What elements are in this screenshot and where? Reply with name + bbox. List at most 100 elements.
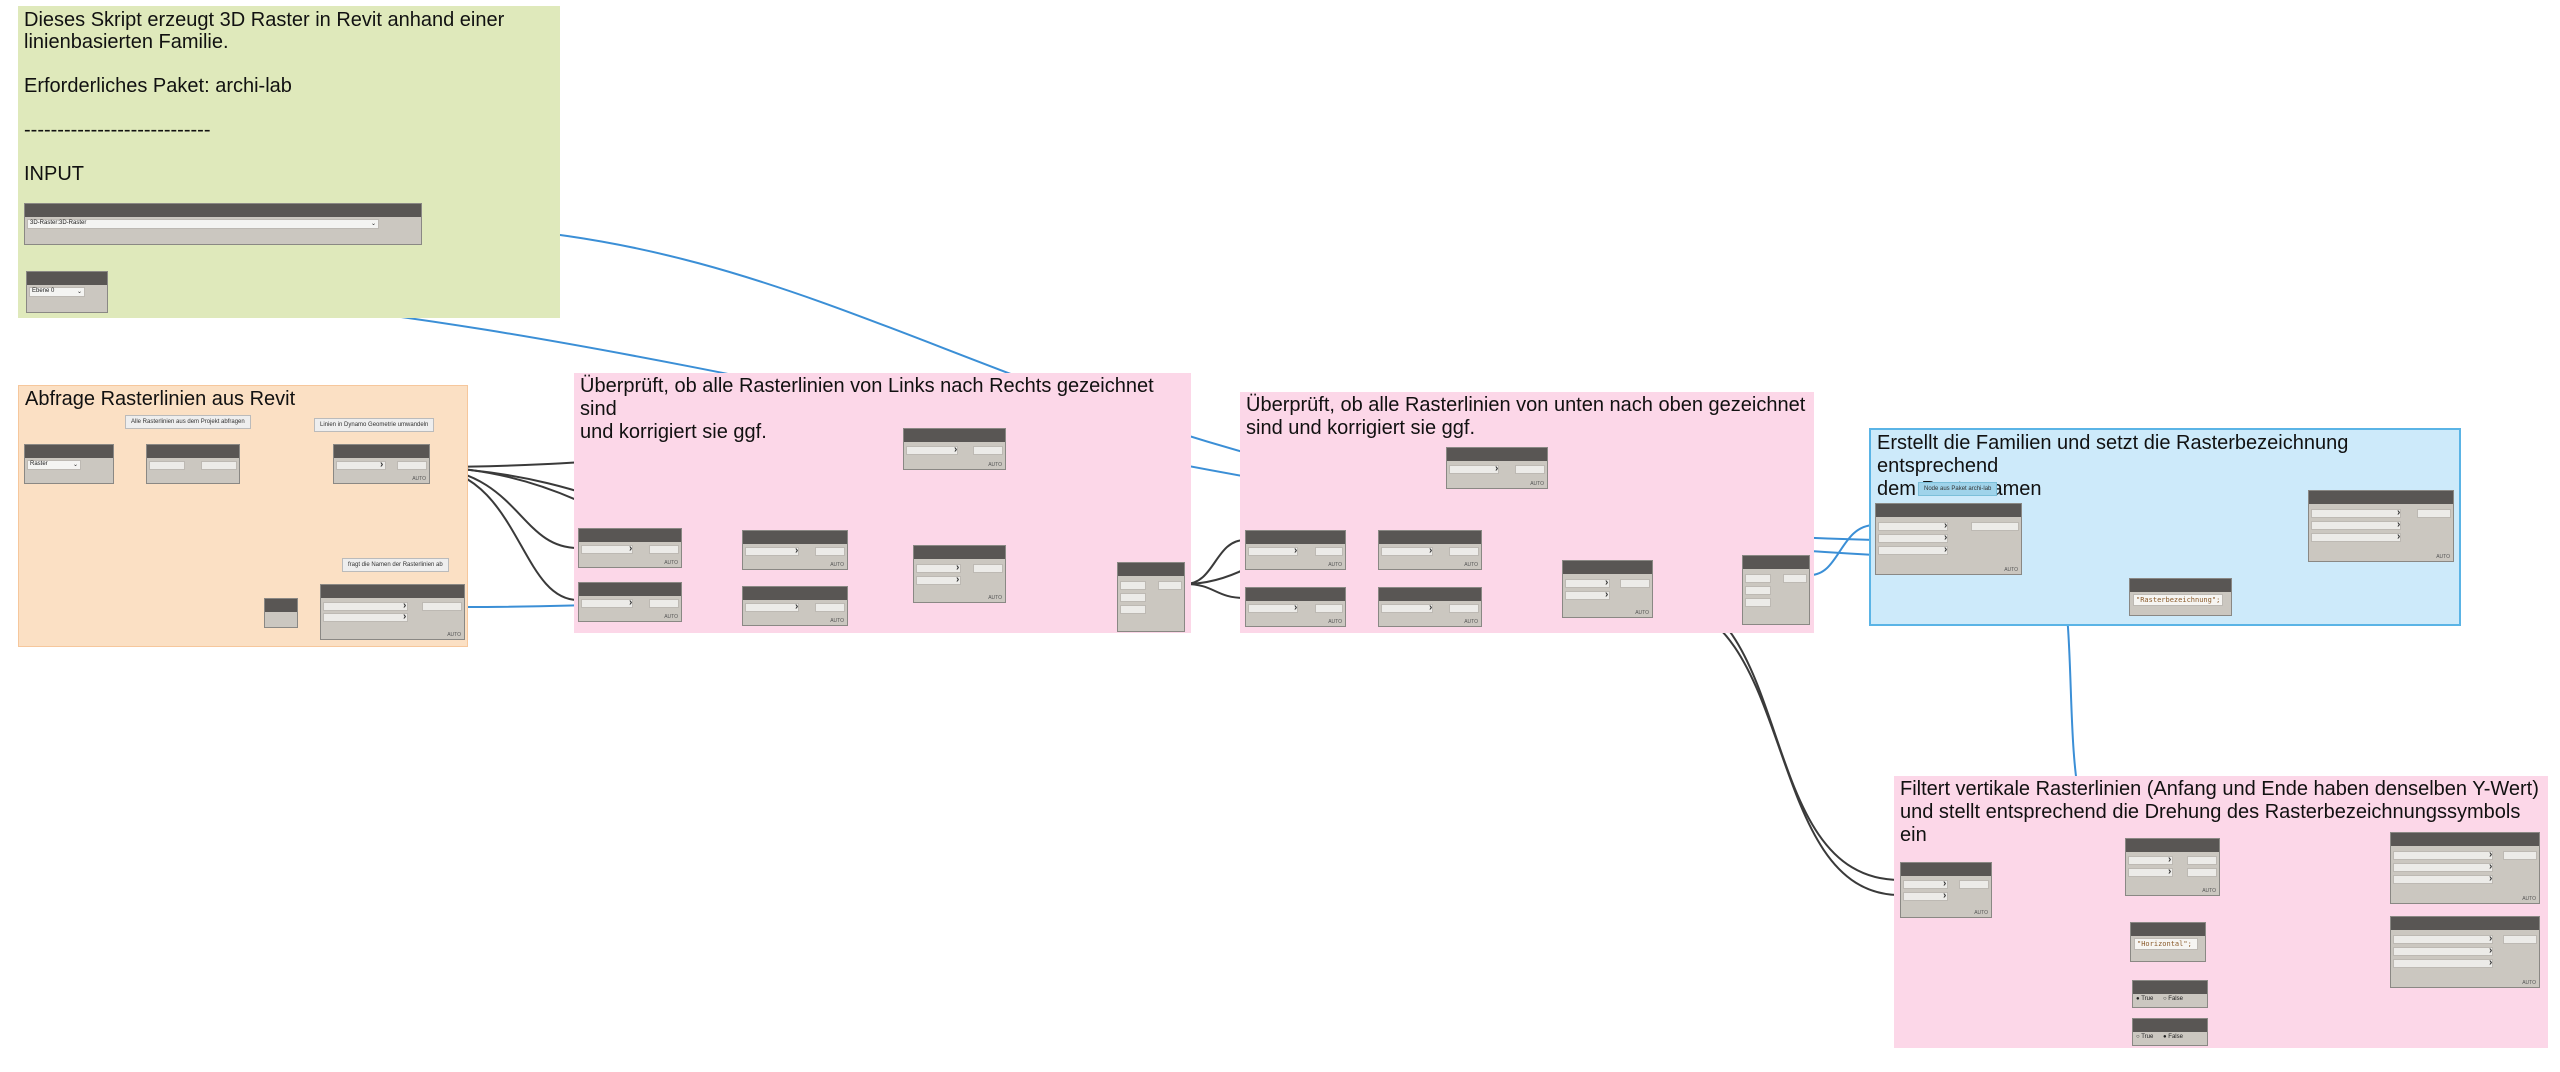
code-field[interactable]: "Rasterbezeichnung"; (2133, 594, 2223, 606)
node-port[interactable] (2503, 851, 2537, 860)
level-selector-node[interactable]: Ebene 0 ⌄ (26, 271, 108, 313)
node-port[interactable] (1783, 574, 1807, 583)
node-port[interactable] (1878, 546, 1948, 555)
node-header[interactable] (579, 583, 681, 596)
node-port[interactable] (2393, 863, 2493, 872)
curve-start-point-node[interactable]: › AUTO (578, 528, 682, 568)
point-x-start-node[interactable]: › AUTO (742, 530, 848, 570)
node-port[interactable] (1903, 892, 1948, 901)
radio-true[interactable]: ○ True (2136, 1034, 2154, 1040)
node-header[interactable] (265, 599, 297, 612)
family-type-selector-node[interactable]: 3D-Raster:3D-Raster ⌄ (24, 203, 422, 245)
node-port[interactable] (1959, 880, 1989, 889)
set-parameter-node-b[interactable]: › › › AUTO (2390, 916, 2540, 988)
node-header[interactable] (1563, 561, 1652, 574)
curve-start-point-node-2[interactable]: › AUTO (1245, 530, 1346, 570)
node-port[interactable] (336, 461, 386, 470)
node-header[interactable] (743, 531, 847, 544)
node-header[interactable] (579, 529, 681, 542)
node-port[interactable] (2311, 521, 2401, 530)
set-parameter-node-a[interactable]: › › › AUTO (2390, 832, 2540, 904)
node-port[interactable] (1745, 574, 1771, 583)
node-header[interactable] (147, 445, 239, 458)
code-block-rasterbezeichnung-node[interactable]: "Rasterbezeichnung"; (2129, 578, 2232, 616)
node-header[interactable] (1246, 588, 1345, 601)
node-port[interactable] (906, 446, 958, 455)
node-port[interactable] (2393, 947, 2493, 956)
node-port[interactable] (1565, 591, 1610, 600)
node-header[interactable] (27, 272, 107, 285)
boolean-toggle-node-2[interactable]: ○ True ● False (2132, 1018, 2208, 1046)
node-port[interactable] (1878, 522, 1948, 531)
node-port[interactable] (1620, 579, 1650, 588)
node-port[interactable] (1158, 581, 1182, 590)
node-port[interactable] (1745, 586, 1771, 595)
code-block-horizontal-node[interactable]: "Horizontal"; (2130, 922, 2206, 962)
node-port[interactable] (1248, 604, 1298, 613)
node-port[interactable] (916, 564, 961, 573)
if-condition-node-2[interactable] (1742, 555, 1810, 625)
node-header[interactable] (1246, 531, 1345, 544)
node-header[interactable] (904, 429, 1005, 442)
node-header[interactable] (1901, 863, 1991, 876)
node-port[interactable] (1315, 604, 1343, 613)
node-header[interactable] (1379, 531, 1481, 544)
node-port[interactable] (973, 446, 1003, 455)
node-port[interactable] (323, 602, 408, 611)
node-header[interactable] (2131, 923, 2205, 936)
node-header[interactable] (914, 546, 1005, 559)
node-header[interactable] (743, 587, 847, 600)
get-parameter-name-node[interactable]: › › AUTO (320, 584, 465, 640)
node-port[interactable] (1315, 547, 1343, 556)
node-port[interactable] (2311, 509, 2401, 518)
all-elements-of-category-node[interactable] (146, 444, 240, 484)
curve-reverse-node[interactable]: › AUTO (903, 428, 1006, 470)
node-port[interactable] (1120, 593, 1146, 602)
node-port[interactable] (1971, 522, 2019, 531)
category-dropdown[interactable]: Raster ⌄ (27, 460, 81, 470)
point-y-start-node[interactable]: › AUTO (1378, 530, 1482, 570)
node-header[interactable] (1118, 563, 1184, 576)
node-port[interactable] (649, 545, 679, 554)
point-y-end-node[interactable]: › AUTO (1378, 587, 1482, 627)
node-port[interactable] (1449, 547, 1479, 556)
node-port[interactable] (581, 599, 633, 608)
radio-false[interactable]: ● False (2163, 1034, 2183, 1040)
node-port[interactable] (2128, 856, 2173, 865)
node-port[interactable] (201, 461, 237, 470)
node-port[interactable] (1381, 604, 1433, 613)
node-port[interactable] (323, 613, 408, 622)
curve-end-point-node[interactable]: › AUTO (578, 582, 682, 622)
node-header[interactable] (2130, 579, 2231, 592)
node-header[interactable] (1876, 504, 2021, 517)
node-port[interactable] (2417, 509, 2451, 518)
node-port[interactable] (2187, 868, 2217, 877)
node-header[interactable] (2133, 981, 2207, 994)
node-header[interactable] (2391, 833, 2539, 846)
node-header[interactable] (1743, 556, 1809, 569)
node-port[interactable] (1381, 547, 1433, 556)
node-header[interactable] (2126, 839, 2219, 852)
node-port[interactable] (1878, 534, 1948, 543)
node-header[interactable] (25, 445, 113, 458)
node-port[interactable] (2393, 959, 2493, 968)
node-port[interactable] (1745, 598, 1771, 607)
family-instance-by-curve-node[interactable]: › › › AUTO (1875, 503, 2022, 575)
if-condition-node[interactable] (1117, 562, 1185, 632)
node-port[interactable] (2393, 935, 2493, 944)
node-header[interactable] (321, 585, 464, 598)
node-port[interactable] (2503, 935, 2537, 944)
node-port[interactable] (1565, 579, 1610, 588)
code-field[interactable]: "Horizontal"; (2134, 938, 2198, 950)
node-port[interactable] (397, 461, 427, 470)
node-port[interactable] (1120, 581, 1146, 590)
category-selector-node[interactable]: Raster ⌄ (24, 444, 114, 484)
node-port[interactable] (1903, 880, 1948, 889)
node-port[interactable] (745, 547, 799, 556)
node-port[interactable] (815, 603, 845, 612)
node-port[interactable] (1515, 465, 1545, 474)
node-port[interactable] (581, 545, 633, 554)
node-port[interactable] (1120, 605, 1146, 614)
node-header[interactable] (1447, 448, 1547, 461)
node-port[interactable] (745, 603, 799, 612)
